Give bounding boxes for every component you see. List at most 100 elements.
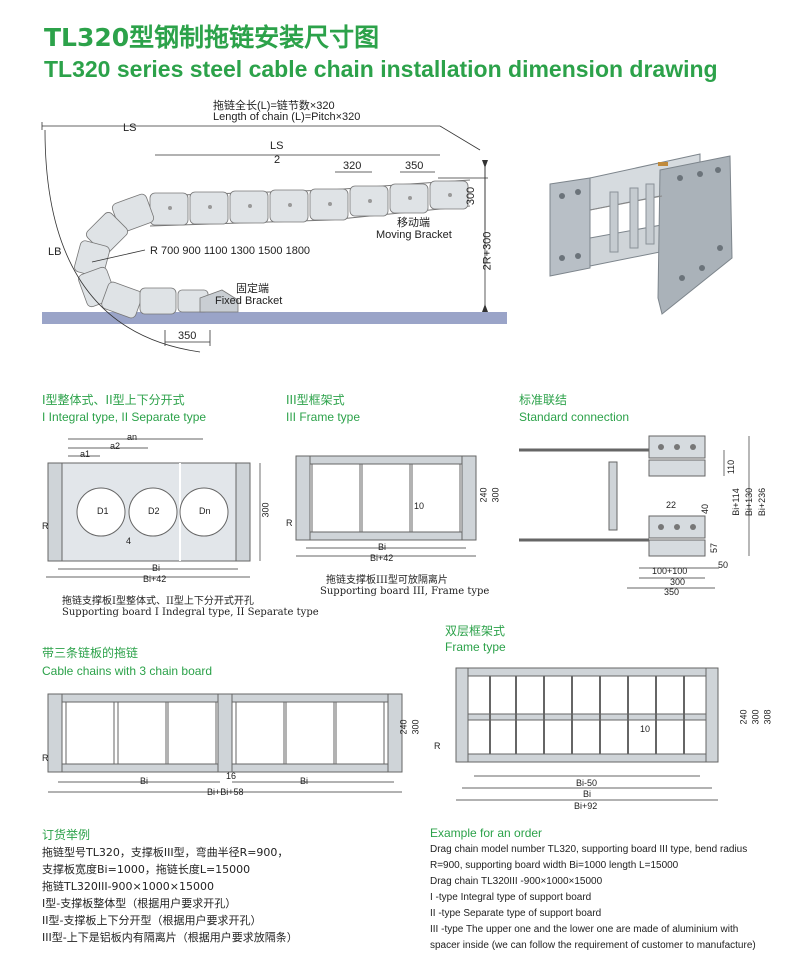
std-50: 50 bbox=[718, 560, 729, 570]
std-57: 57 bbox=[709, 542, 720, 554]
double-title-cn: 双层框架式 bbox=[445, 624, 506, 638]
frame-title-en: III Frame type bbox=[286, 410, 361, 424]
moving-bracket-cn: 移动端 bbox=[397, 217, 430, 229]
radius-options: R 700 900 1100 1300 1500 1800 bbox=[150, 245, 311, 257]
double-r: R bbox=[434, 741, 441, 751]
frame-h300: 300 bbox=[490, 487, 501, 503]
order-cn-line: 拖链TL320III-900×1000×15000 bbox=[42, 880, 214, 893]
order-en-line: Drag chain TL320III -900×1000×15000 bbox=[430, 876, 603, 887]
chain-length-formula-cn: 拖链全长(L)=链节数×320 bbox=[213, 100, 335, 112]
three-title-cn: 带三条链板的拖链 bbox=[42, 646, 139, 660]
order-en-line: III -type The upper one and the lower on… bbox=[430, 924, 739, 935]
order-lines-cn: 拖链型号TL320，支撑板III型，弯曲半径R=900， 支撑板宽度Bi=100… bbox=[42, 844, 298, 946]
std-350: 350 bbox=[664, 587, 680, 597]
integral-caption-cn: 拖链支撑板I型整体式、II型上下分开式开孔 bbox=[62, 596, 254, 607]
three-h300: 300 bbox=[410, 719, 421, 735]
frame-10: 10 bbox=[414, 501, 425, 511]
double-bi50: Bi-50 bbox=[576, 778, 598, 788]
standard-connection-diagram bbox=[519, 435, 750, 589]
std-300: 300 bbox=[670, 577, 686, 587]
ls-half-label: LS bbox=[270, 140, 284, 152]
page-title-cn: TL320型钢制拖链安装尺寸图 bbox=[44, 23, 380, 52]
three-h240: 240 bbox=[398, 719, 409, 735]
frame-h240: 240 bbox=[478, 487, 489, 503]
chain-side-view bbox=[41, 122, 507, 353]
bottom-350-label: 350 bbox=[178, 330, 197, 342]
double-bi92: Bi+92 bbox=[574, 801, 598, 811]
integral-title-en: I Integral type, II Separate type bbox=[42, 410, 207, 424]
integral-board-diagram bbox=[46, 438, 261, 578]
double-h308: 308 bbox=[762, 709, 773, 725]
page-title-en: TL320 series steel cable chain installat… bbox=[44, 56, 718, 82]
chain-length-formula-en: Length of chain (L)=Pitch×320 bbox=[213, 111, 361, 123]
gap-label: 4 bbox=[126, 536, 132, 546]
std-bi130: Bi+130 bbox=[744, 487, 755, 517]
frame-caption-cn: 拖链支撑板III型可放隔离片 bbox=[326, 575, 448, 586]
three-chain-diagram bbox=[47, 693, 403, 793]
frame-board-diagram bbox=[295, 455, 477, 557]
std-40: 40 bbox=[700, 503, 711, 515]
three-title-en: Cable chains with 3 chain board bbox=[42, 664, 213, 678]
order-cn-line: I型-支撑板整体型（根据用户要求开孔） bbox=[42, 897, 237, 910]
a1-label: a1 bbox=[80, 449, 91, 459]
standard-title-en: Standard connection bbox=[519, 410, 630, 424]
double-title-en: Frame type bbox=[445, 640, 506, 654]
order-lines-en: Drag chain model number TL320, supportin… bbox=[430, 842, 756, 954]
ls-half-denominator: 2 bbox=[274, 154, 281, 166]
three-bi-left: Bi bbox=[140, 776, 149, 786]
height-300-label: 300 bbox=[465, 186, 478, 206]
order-en-line: II -type Separate type of support board bbox=[430, 908, 602, 919]
order-en-line: R=900, supporting board width Bi=1000 le… bbox=[430, 860, 679, 871]
double-frame-diagram bbox=[455, 667, 719, 801]
double-10: 10 bbox=[640, 724, 651, 734]
frame-title-cn: III型框架式 bbox=[286, 393, 345, 407]
three-total: Bi+Bi+58 bbox=[207, 787, 244, 797]
fixed-bracket-en: Fixed Bracket bbox=[215, 295, 283, 307]
integral-caption-en: Supporting board I Indegral type, II Sep… bbox=[62, 607, 319, 618]
bracket-3d-illustration bbox=[549, 153, 733, 315]
a2-label: a2 bbox=[110, 441, 121, 451]
order-cn-line: 支撑板宽度Bi=1000，拖链长度L=15000 bbox=[42, 863, 251, 876]
integral-r: R bbox=[42, 521, 49, 531]
pitch-350-label: 350 bbox=[405, 160, 424, 172]
lb-label: LB bbox=[48, 246, 62, 258]
integral-bi: Bi bbox=[152, 563, 161, 573]
frame-bi: Bi bbox=[378, 542, 387, 552]
d2-label: D2 bbox=[148, 506, 160, 516]
double-bi: Bi bbox=[583, 789, 592, 799]
frame-r: R bbox=[286, 518, 293, 528]
ls-label: LS bbox=[123, 122, 137, 134]
std-100-100: 100+100 bbox=[652, 566, 688, 576]
three-bi-right: Bi bbox=[300, 776, 309, 786]
std-bi236: Bi+236 bbox=[757, 487, 768, 517]
an-label: an bbox=[127, 432, 138, 442]
d1-label: D1 bbox=[97, 506, 109, 516]
order-title-cn: 订货举例 bbox=[42, 828, 91, 842]
double-h240: 240 bbox=[738, 709, 749, 725]
frame-caption-en: Supporting board III, Frame type bbox=[320, 586, 490, 597]
pitch-320-label: 320 bbox=[343, 160, 362, 172]
integral-title-cn: I型整体式、II型上下分开式 bbox=[42, 393, 185, 407]
order-en-line: I -type Integral type of support board bbox=[430, 892, 592, 903]
floor-bar bbox=[42, 312, 507, 324]
std-22: 22 bbox=[666, 500, 677, 510]
order-en-line: Drag chain model number TL320, supportin… bbox=[430, 844, 748, 855]
three-r: R bbox=[42, 753, 49, 763]
std-bi114: Bi+114 bbox=[730, 488, 741, 516]
three-gap16: 16 bbox=[226, 771, 237, 781]
integral-bi42: Bi+42 bbox=[143, 574, 167, 584]
order-cn-line: 拖链型号TL320，支撑板III型，弯曲半径R=900， bbox=[42, 846, 289, 859]
double-h300: 300 bbox=[750, 709, 761, 725]
std-110: 110 bbox=[726, 459, 737, 475]
fixed-bracket-cn: 固定端 bbox=[236, 283, 269, 295]
order-cn-line: III型-上下是铝板内有隔离片（根据用户要求放隔条） bbox=[42, 931, 298, 944]
integral-h300: 300 bbox=[260, 502, 271, 518]
order-title-en: Example for an order bbox=[430, 826, 543, 840]
height-2r-label: 2R+300 bbox=[481, 231, 494, 271]
order-en-line: spacer inside (we can follow the require… bbox=[430, 940, 756, 951]
dn-label: Dn bbox=[199, 506, 211, 516]
moving-bracket-en: Moving Bracket bbox=[376, 229, 452, 241]
standard-title-cn: 标准联结 bbox=[519, 393, 568, 407]
frame-bi42: Bi+42 bbox=[370, 553, 394, 563]
order-cn-line: II型-支撑板上下分开型（根据用户要求开孔） bbox=[42, 914, 262, 927]
